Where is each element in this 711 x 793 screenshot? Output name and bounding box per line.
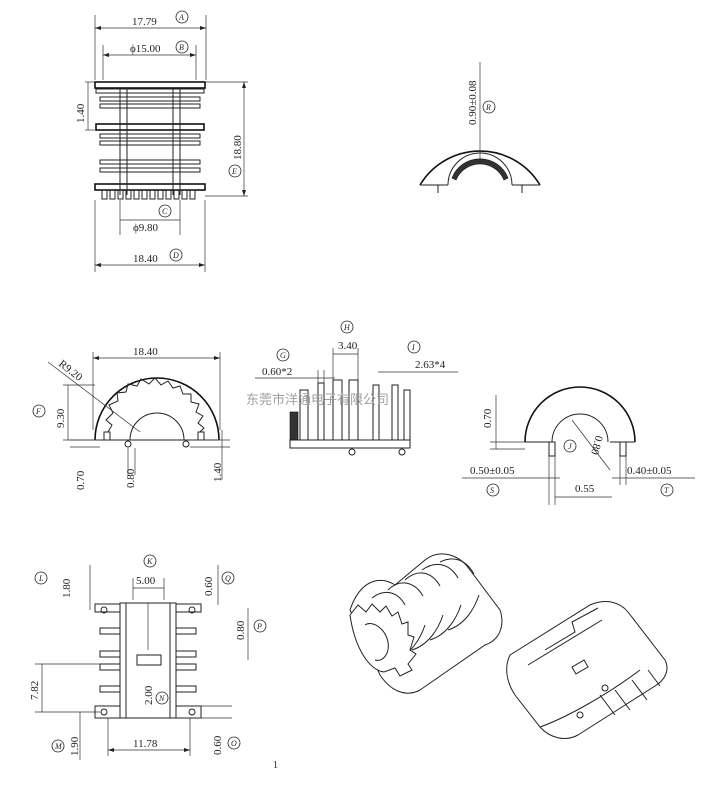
page-mark: 1 — [273, 760, 278, 771]
reference-labels: A B C D E R F G H I J S T L K Q P N M O — [32, 10, 674, 753]
svg-text:K: K — [146, 557, 153, 566]
bottom-view: 1.80 5.00 0.60 0.80 7. — [29, 565, 249, 760]
dim-phi15: ϕ15.00 — [130, 43, 161, 55]
dim-0-55: 0.55 — [575, 483, 595, 495]
ref-l: L — [34, 571, 48, 585]
dim-r9-2: R9.20 — [56, 358, 85, 384]
front-view: 17.79 ϕ15.00 — [75, 15, 248, 272]
dim-7-82: 7.82 — [29, 681, 41, 700]
ref-e: E — [228, 164, 242, 178]
ref-o: O — [227, 736, 241, 750]
dim-0-50: 0.50±0.05 — [470, 465, 515, 477]
dim-phi9-8: ϕ9.80 — [133, 222, 159, 234]
watermark-text: 东莞市洋通电子有限公司 — [246, 392, 389, 408]
svg-text:S: S — [490, 486, 494, 495]
ref-i: I — [407, 340, 421, 354]
ref-j: J — [563, 439, 577, 453]
dim-0-70-b: 0.70 — [482, 408, 494, 428]
svg-text:J: J — [568, 442, 572, 451]
svg-text:P: P — [256, 622, 262, 631]
ref-a: A — [175, 10, 189, 24]
ref-r: R — [482, 100, 496, 114]
dim-1-90: 1.90 — [69, 736, 81, 756]
ref-f: F — [32, 404, 46, 418]
ref-b: B — [175, 40, 189, 54]
svg-text:F: F — [35, 407, 41, 416]
dim-1-80: 1.80 — [61, 578, 73, 598]
svg-text:M: M — [54, 742, 63, 751]
ref-d: D — [169, 248, 183, 262]
dim-0-60-b: 0.60 — [212, 735, 224, 755]
ref-k: K — [143, 554, 157, 568]
side-section-view: 3.40 0.60*2 2.63*4 — [255, 340, 458, 456]
dim-18-40-b: 18.40 — [133, 346, 158, 358]
svg-text:C: C — [162, 207, 168, 216]
dim-11-78: 11.78 — [133, 738, 158, 750]
svg-text:N: N — [158, 694, 165, 703]
dim-0-80-b: 0.80 — [588, 434, 605, 456]
dim-1-40: 1.40 — [75, 103, 87, 123]
svg-text:Q: Q — [225, 574, 231, 583]
svg-text:L: L — [38, 574, 44, 583]
gear-side-view: 18.40 R9.20 9.30 0.70 0.80 1.40 — [47, 346, 230, 490]
ref-n: N — [155, 691, 169, 705]
svg-text:T: T — [664, 486, 669, 495]
ref-t: T — [660, 483, 674, 497]
svg-text:O: O — [231, 739, 237, 748]
dim-0-90: 0.90±0.08 — [467, 80, 479, 125]
ref-c: C — [158, 204, 172, 218]
dim-0-60x2: 0.60*2 — [262, 366, 292, 378]
dim-17-79: 17.79 — [132, 16, 157, 28]
dim-0-70-a: 0.70 — [75, 470, 87, 490]
ref-h: H — [340, 320, 354, 334]
dim-2-00: 2.00 — [143, 685, 155, 705]
dim-18-40: 18.40 — [133, 253, 158, 265]
svg-text:E: E — [231, 167, 237, 176]
svg-text:I: I — [411, 343, 415, 352]
svg-text:D: D — [172, 251, 179, 260]
dim-2-63x4: 2.63*4 — [415, 359, 446, 371]
dim-18-80: 18.80 — [232, 135, 244, 160]
ref-m: M — [51, 739, 65, 753]
dim-0-40: 0.40±0.05 — [627, 465, 672, 477]
dim-0-80-a: 0.80 — [125, 468, 137, 488]
dim-9-30: 9.30 — [55, 408, 67, 428]
dim-0-60-a: 0.60 — [203, 576, 215, 596]
ref-s: S — [486, 483, 500, 497]
isometric-views — [349, 553, 668, 739]
svg-text:B: B — [179, 43, 184, 52]
dim-0-80-c: 0.80 — [235, 620, 247, 640]
ref-p: P — [253, 619, 267, 633]
svg-text:R: R — [485, 103, 491, 112]
dim-1-40-b: 1.40 — [212, 462, 224, 482]
ref-g: G — [276, 348, 290, 362]
ref-q: Q — [221, 571, 235, 585]
dim-3-40: 3.40 — [338, 340, 358, 352]
dim-5-00: 5.00 — [136, 575, 156, 587]
svg-text:H: H — [343, 323, 351, 332]
arch-section-view: 0.90±0.08 — [419, 62, 541, 193]
svg-text:A: A — [178, 13, 184, 22]
svg-text:G: G — [280, 351, 286, 360]
pin-detail-view: 0.70 0.80 0.50±0.05 0.55 0.40±0.05 — [462, 386, 695, 505]
